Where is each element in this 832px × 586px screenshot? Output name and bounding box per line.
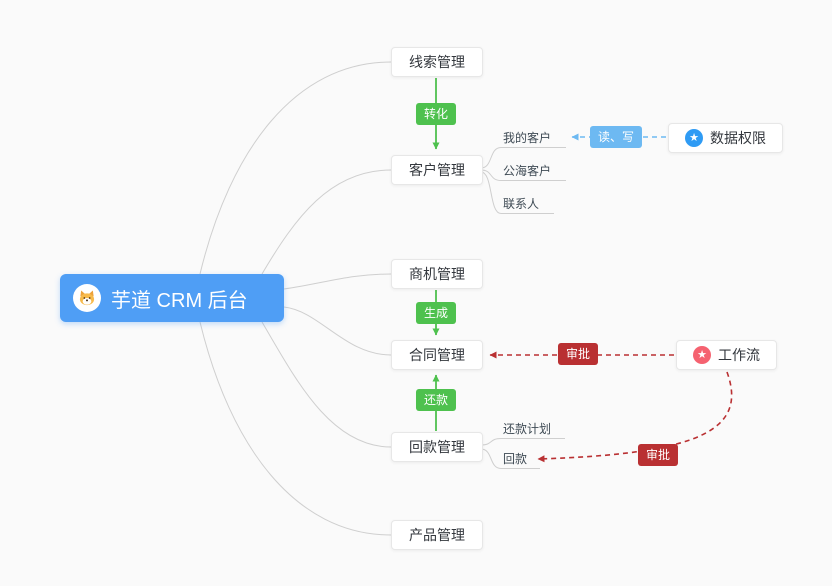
node-label: 线索管理 — [409, 54, 465, 70]
node-opportunities: 商机管理 — [391, 259, 483, 289]
subitem-contacts: 联系人 — [503, 197, 540, 211]
node-label: 数据权限 — [710, 130, 766, 146]
node-label: 合同管理 — [409, 347, 465, 363]
node-label: 商机管理 — [409, 266, 465, 282]
star-icon: ★ — [693, 346, 711, 364]
subitem-receivable: 回款 — [503, 452, 528, 466]
node-label: 产品管理 — [409, 527, 465, 543]
subitem-repayment-plan: 还款计划 — [503, 422, 552, 436]
node-workflow: ★ 工作流 — [676, 340, 777, 370]
star-icon: ★ — [685, 129, 703, 147]
dog-icon — [73, 284, 101, 312]
node-leads: 线索管理 — [391, 47, 483, 77]
node-data-permission: ★ 数据权限 — [668, 123, 783, 153]
badge-read-write: 读、写 — [589, 126, 643, 148]
node-products: 产品管理 — [391, 520, 483, 550]
badge-convert: 转化 — [415, 103, 457, 125]
hub-node: 芋道 CRM 后台 — [60, 274, 284, 322]
badge-generate: 生成 — [415, 302, 457, 324]
node-label: 回款管理 — [409, 439, 465, 455]
node-contracts: 合同管理 — [391, 340, 483, 370]
sub-branch-lines — [480, 147, 566, 469]
badge-approve-receivable: 审批 — [637, 444, 679, 466]
approval-arrows — [489, 351, 733, 463]
hub-branch-curves — [199, 61, 392, 536]
hub-label: 芋道 CRM 后台 — [111, 289, 248, 312]
subitem-my-customers: 我的客户 — [503, 131, 552, 145]
subitem-public-customers: 公海客户 — [503, 164, 552, 178]
badge-repay: 还款 — [415, 389, 457, 411]
node-label: 工作流 — [718, 347, 760, 363]
node-payments: 回款管理 — [391, 432, 483, 462]
node-customers: 客户管理 — [391, 155, 483, 185]
approve-receivable-arrow — [537, 371, 733, 463]
node-label: 客户管理 — [409, 162, 465, 178]
badge-approve-contract: 审批 — [557, 343, 599, 365]
